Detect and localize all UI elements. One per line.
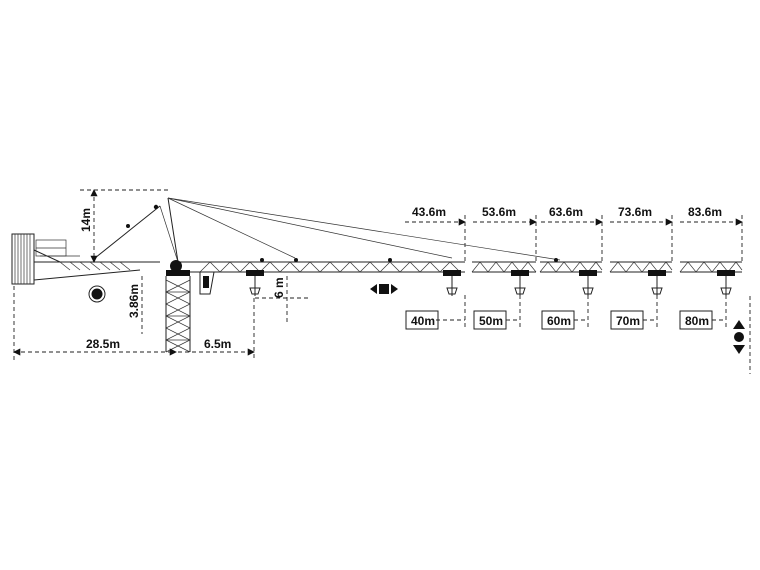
jib-length-dim-1: 43.6m [405,205,466,262]
hook-radius-box-4: 70m [610,295,658,330]
dimension-28-5m: 28.5m [13,286,177,362]
dimension-6-5m-label: 6.5m [204,337,231,351]
trolley-hook-5 [648,270,666,296]
jib-length-label-1: 43.6m [412,205,446,219]
dimension-3-86m-label: 3.86m [127,284,141,318]
rotation-icon [88,285,106,303]
jib-length-label-2: 53.6m [482,205,516,219]
hook-radius-box-2: 50m [473,295,521,330]
hook-radius-label-5: 80m [685,314,709,328]
dimension-6m-label: 6 m [272,277,286,298]
jib-length-label-3: 63.6m [549,205,583,219]
counter-jib [33,239,160,281]
hook-radius-box-1: 40m [405,295,466,330]
trolley-hook-3 [511,270,529,296]
jib-length-dim-4: 73.6m [610,205,673,262]
counterweight [11,233,35,285]
trolley-hook-4 [579,270,597,296]
hook-radius-box-3: 60m [541,295,589,330]
slewing-unit [166,260,215,295]
dimension-3-86m: 3.86m [127,276,143,334]
hook-radius-box-5: 80m [679,295,727,330]
dimension-14m-label: 14m [79,208,93,232]
jib-length-label-5: 83.6m [688,205,722,219]
dimension-6m: 6 m [255,276,310,322]
jib-length-label-4: 73.6m [618,205,652,219]
hook-radius-label-3: 60m [547,314,571,328]
dimension-28-5m-label: 28.5m [86,337,120,351]
left-right-arrow-icon [370,284,398,294]
dimension-14m: 14m [79,189,168,263]
up-down-arrow-icon [733,320,745,354]
jib-length-dim-5: 83.6m [680,205,743,262]
tower-head [94,197,561,263]
trolley-hook-2 [443,270,461,296]
jib-length-dim-3: 63.6m [541,205,603,262]
dimension-6-5m: 6.5m [178,298,255,358]
jib-length-dim-2: 53.6m [473,205,537,262]
trolley-hook-6 [717,270,735,296]
trolley-hook-1 [246,270,264,296]
hook-radius-label-4: 70m [616,314,640,328]
hook-radius-label-2: 50m [479,314,503,328]
tower-mast [165,276,191,353]
main-jib [178,258,743,273]
hook-radius-label-1: 40m [411,314,435,328]
